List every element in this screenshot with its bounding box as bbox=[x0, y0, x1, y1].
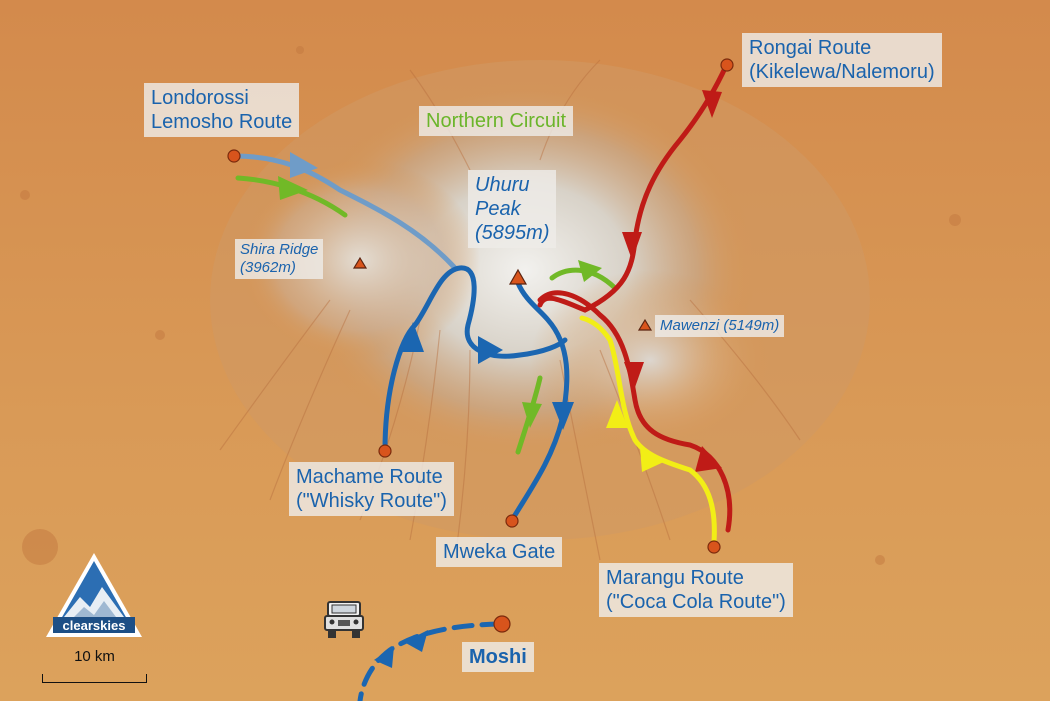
shira-ridge-label: Shira Ridge (3962m) bbox=[235, 239, 324, 279]
marangu-route-line bbox=[579, 315, 717, 545]
machame-trailhead-icon bbox=[378, 444, 392, 458]
lemosho-arrow-icon bbox=[290, 152, 318, 178]
moshi-marker-icon bbox=[493, 615, 511, 633]
rongai-label-line2: (Kikelewa/Nalemoru) bbox=[749, 61, 935, 83]
machame-label-line2: ("Whisky Route") bbox=[296, 490, 447, 512]
machame-arrow-up-icon bbox=[402, 322, 424, 352]
rongai-route-label: Rongai Route (Kikelewa/Nalemoru) bbox=[742, 33, 942, 87]
moshi-road-line bbox=[357, 621, 503, 701]
marangu-trailhead-icon bbox=[707, 540, 721, 554]
machame-arrow-right-icon bbox=[478, 336, 503, 364]
marangu-route-label: Marangu Route ("Coca Cola Route") bbox=[599, 563, 793, 617]
shira-label-line2: (3962m) bbox=[240, 259, 296, 276]
rongai-arrow-4-icon bbox=[695, 446, 722, 472]
scale-label: 10 km bbox=[74, 648, 115, 665]
uhuru-label-line3: (5895m) bbox=[475, 222, 550, 244]
londorossi-label-line2: Lemosho Route bbox=[151, 111, 293, 133]
jeep-icon bbox=[324, 601, 364, 638]
mweka-arrow-down-icon bbox=[552, 402, 574, 430]
uhuru-peak-marker-icon bbox=[508, 268, 528, 285]
mweka-descent-line bbox=[509, 280, 570, 523]
shira-label-line1: Shira Ridge bbox=[240, 241, 319, 258]
clearskies-logo: clearskies bbox=[46, 553, 142, 637]
scale-bar: 10 km bbox=[42, 648, 147, 684]
mweka-trailhead-icon bbox=[505, 514, 519, 528]
moshi-label-text: Moshi bbox=[469, 646, 527, 668]
mweka-label-text: Mweka Gate bbox=[443, 541, 556, 563]
northern-circuit-label: Northern Circuit bbox=[419, 106, 574, 136]
marangu-arrow-down-icon bbox=[640, 448, 668, 472]
rongai-trailhead-icon bbox=[720, 58, 734, 72]
marangu-arrow-up-icon bbox=[606, 400, 628, 428]
rongai-arrow-3-icon bbox=[624, 362, 644, 390]
machame-route-line bbox=[382, 265, 568, 453]
lemosho-route-line bbox=[231, 153, 458, 271]
londorossi-label-line1: Londorossi bbox=[151, 87, 249, 109]
mawenzi-label: Mawenzi (5149m) bbox=[655, 315, 785, 337]
mawenzi-marker-icon bbox=[637, 318, 653, 331]
marangu-label-line2: ("Coca Cola Route") bbox=[606, 591, 786, 613]
machame-label-line1: Machame Route bbox=[296, 466, 443, 488]
northern-circuit-west-arrow-icon bbox=[278, 176, 308, 200]
terrain-craters bbox=[20, 46, 961, 565]
moshi-arrow-2-icon bbox=[374, 646, 394, 668]
northern-circuit-south-arrow-icon bbox=[522, 402, 542, 428]
shira-ridge-marker-icon bbox=[352, 256, 368, 269]
machame-route-label: Machame Route ("Whisky Route") bbox=[289, 462, 454, 516]
summit-markers bbox=[352, 256, 653, 331]
moshi-label: Moshi bbox=[462, 642, 534, 672]
marangu-label-line1: Marangu Route bbox=[606, 567, 744, 589]
lemosho-trailhead-icon bbox=[227, 149, 241, 163]
mawenzi-label-text: Mawenzi (5149m) bbox=[660, 317, 780, 334]
uhuru-peak-label: Uhuru Peak (5895m) bbox=[468, 170, 557, 248]
rongai-label-line1: Rongai Route bbox=[749, 37, 872, 59]
moshi-arrow-1-icon bbox=[404, 630, 428, 652]
northern-circuit-summit-arc bbox=[549, 267, 618, 291]
northern-circuit-arc-arrow-icon bbox=[578, 260, 602, 282]
uhuru-label-line1: Uhuru bbox=[475, 174, 530, 196]
uhuru-label-line2: Peak bbox=[475, 198, 521, 220]
logo-text: clearskies bbox=[63, 618, 126, 633]
londorossi-lemosho-label: Londorossi Lemosho Route bbox=[144, 83, 300, 137]
rongai-arrow-1-icon bbox=[702, 90, 722, 118]
trailhead-markers bbox=[227, 58, 734, 633]
northern-circuit-label-text: Northern Circuit bbox=[426, 110, 567, 132]
scale-line bbox=[42, 674, 147, 683]
rongai-arrow-2-icon bbox=[622, 232, 642, 260]
mweka-gate-label: Mweka Gate bbox=[436, 537, 563, 567]
